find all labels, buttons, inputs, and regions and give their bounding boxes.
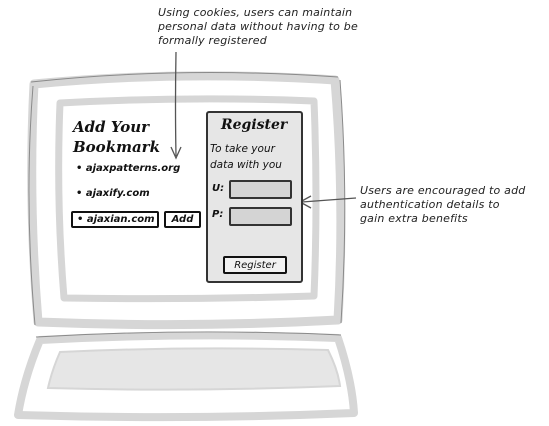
heading-line: Add Your: [73, 118, 150, 136]
bezel-sketch-line: [339, 79, 346, 324]
bezel-sketch-line: [28, 85, 36, 326]
annotation-line: formally registered: [158, 34, 267, 47]
description-line: To take your: [210, 143, 275, 155]
bookmark-item[interactable]: • ajaxify.com: [76, 188, 150, 199]
register-description: To take your data with you: [210, 141, 282, 173]
add-bookmark-button[interactable]: Add: [164, 211, 201, 228]
screen-frame: [55, 95, 320, 303]
annotation-line: Users are encouraged to add: [360, 184, 526, 197]
keyboard-base: [14, 331, 358, 422]
heading-line: Bookmark: [73, 138, 160, 156]
monitor-bezel: [27, 71, 346, 330]
annotation-line: gain extra benefits: [360, 212, 468, 225]
annotation-cookies: Using cookies, users can maintain person…: [158, 6, 398, 48]
username-field[interactable]: [229, 180, 292, 199]
bezel-sketch-line: [30, 72, 339, 83]
annotation-line: authentication details to: [360, 198, 500, 211]
bookmark-item[interactable]: • ajaxpatterns.org: [76, 163, 181, 174]
annotation-line: Using cookies, users can maintain: [158, 6, 353, 19]
username-label: U:: [212, 183, 225, 194]
description-line: data with you: [210, 159, 282, 171]
annotation-line: personal data without having to be: [158, 20, 358, 33]
keyboard-sketch-line: [35, 331, 342, 338]
register-title: Register: [221, 117, 288, 133]
password-label: P:: [212, 209, 224, 220]
annotation-authentication: Users are encouraged to add authenticati…: [360, 184, 548, 226]
arrow-top-line: [174, 51, 177, 157]
arrow-right-line: [301, 197, 357, 203]
keyboard-keys: [46, 347, 342, 391]
arrow-top-head: [170, 146, 182, 160]
password-field[interactable]: [229, 207, 292, 226]
bookmark-heading: Add Your Bookmark: [73, 117, 160, 157]
bookmark-input[interactable]: • ajaxian.com: [71, 211, 159, 228]
register-button[interactable]: Register: [223, 256, 287, 274]
